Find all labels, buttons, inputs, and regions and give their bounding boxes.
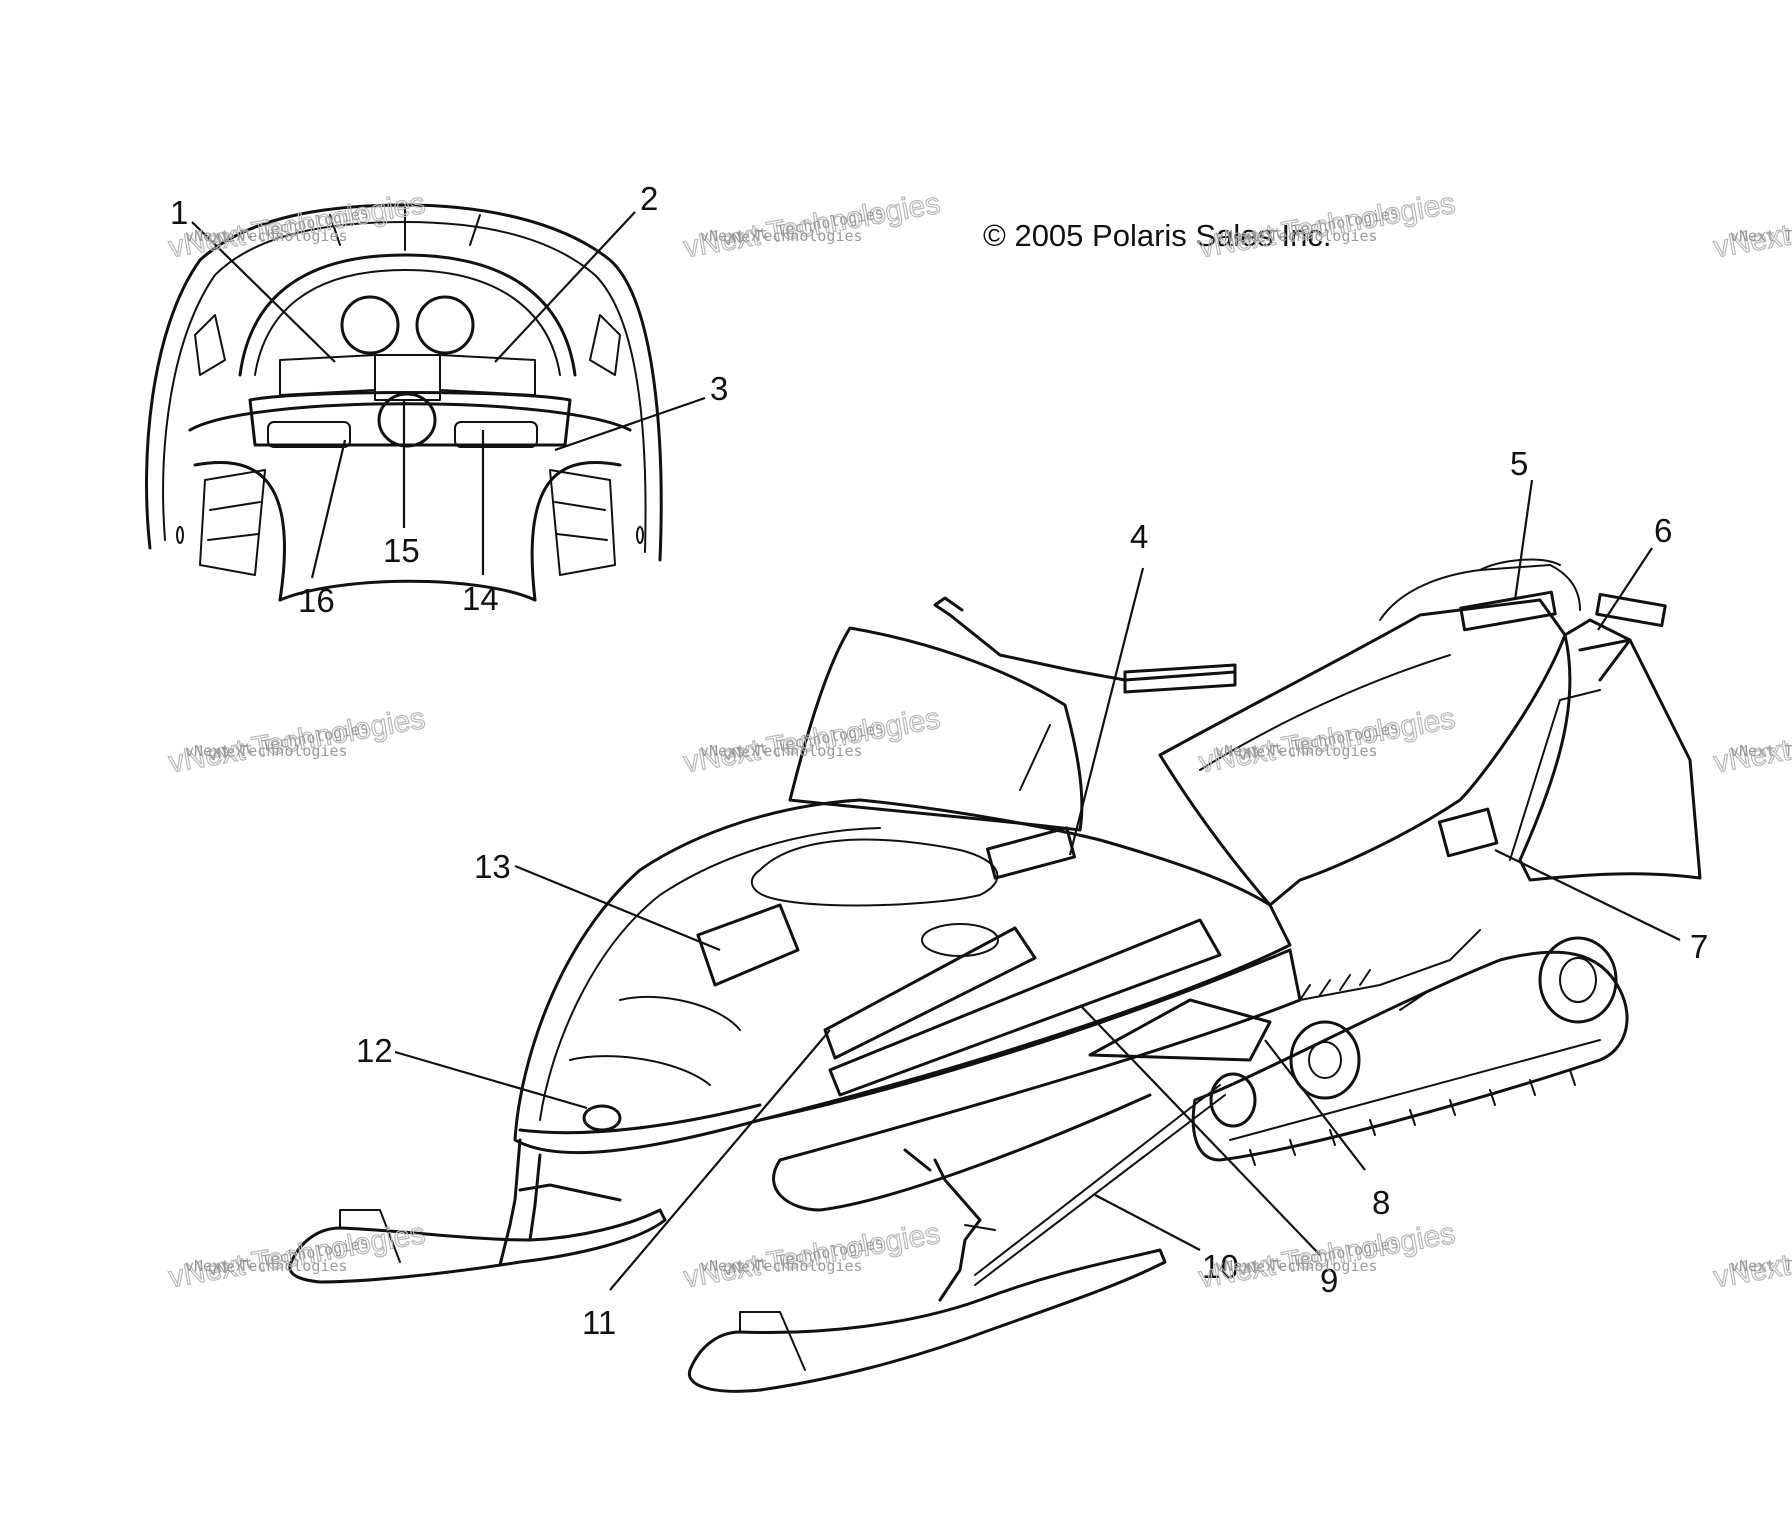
svg-text:vNext Technologies: vNext Technologies (185, 1257, 348, 1275)
svg-text:vNext Technologies: vNext Technologies (700, 227, 863, 245)
leader-lines (191, 211, 1681, 1291)
svg-text:vNext Technologies: vNext Technologies (1215, 1257, 1378, 1275)
watermark: vNext Technologies vNext Technologies vN… (166, 701, 429, 780)
callout-6: 6 (1654, 512, 1672, 549)
callout-13: 13 (474, 848, 511, 885)
svg-text:vNext Technologies: vNext Technologies (1711, 1217, 1792, 1295)
watermark: vNext Technologies vNext Technologies vN… (166, 186, 429, 265)
svg-text:vNext Technologies: vNext Technologies (1730, 742, 1792, 760)
svg-text:vNext Technologies: vNext Technologies (185, 227, 348, 245)
callout-4: 4 (1130, 518, 1148, 555)
callout-5: 5 (1510, 445, 1528, 482)
svg-text:vNext Technologies: vNext Technologies (1711, 702, 1792, 780)
svg-text:vNext Technologies: vNext Technologies (1730, 227, 1792, 245)
callout-labels: 1 2 3 4 5 6 7 8 9 10 11 12 13 14 15 16 (170, 180, 1708, 1341)
callout-3: 3 (710, 370, 728, 407)
watermark: vNext Technologies vNext Technologies vN… (681, 186, 944, 265)
svg-text:vNext Technologies: vNext Technologies (700, 742, 863, 760)
svg-text:vNext Technologies: vNext Technologies (1215, 227, 1378, 245)
callout-11: 11 (582, 1304, 616, 1341)
watermark: vNext Technologies vNext Technologies vN… (681, 701, 944, 780)
watermark: vNext Technologies vNext Technologies (1711, 1216, 1792, 1295)
svg-text:vNext Technologies: vNext Technologies (185, 742, 348, 760)
svg-text:vNext Technologies: vNext Technologies (1215, 742, 1378, 760)
callout-2: 2 (640, 180, 658, 217)
svg-text:vNext Technologies: vNext Technologies (1711, 187, 1792, 265)
svg-text:vNext Technologies: vNext Technologies (1730, 1257, 1792, 1275)
callout-1: 1 (170, 194, 188, 231)
svg-text:vNext Technologies: vNext Technologies (700, 1257, 863, 1275)
callout-16: 16 (298, 582, 335, 619)
callout-12: 12 (356, 1032, 393, 1069)
callout-9: 9 (1320, 1262, 1338, 1299)
watermark: vNext Technologies vNext Technologies vN… (166, 1216, 429, 1295)
callout-8: 8 (1372, 1184, 1390, 1221)
watermark: vNext Technologies vNext Technologies (1711, 701, 1792, 780)
watermark: vNext Technologies vNext Technologies vN… (681, 1216, 944, 1295)
callout-10: 10 (1202, 1248, 1239, 1285)
copyright-notice: © 2005 Polaris Sales Inc. (983, 218, 1332, 253)
snowmobile-drawing (288, 558, 1702, 1393)
callout-7: 7 (1690, 928, 1708, 965)
watermark: vNext Technologies vNext Technologies (1711, 186, 1792, 265)
hood-inset-drawing (145, 203, 663, 602)
decal-outlines (696, 590, 1667, 1097)
callout-14: 14 (462, 580, 499, 617)
callout-15: 15 (383, 532, 420, 569)
